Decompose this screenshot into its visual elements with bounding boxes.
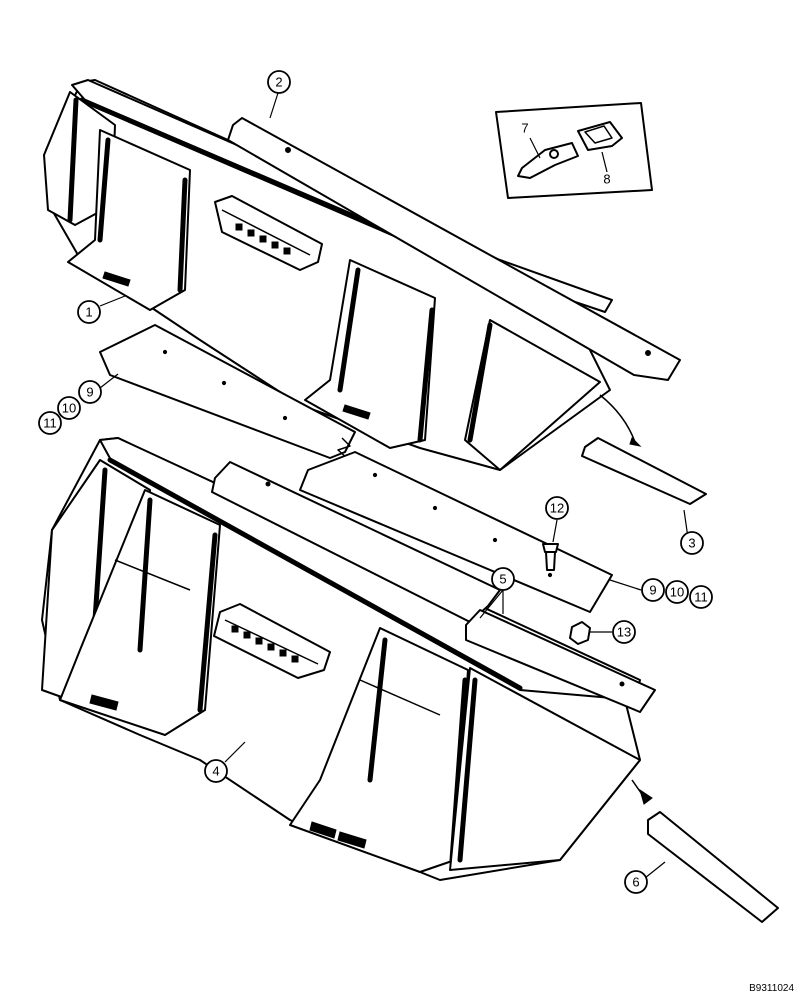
callout-9-upper: 9 [78, 380, 102, 404]
part-8-tooth [577, 121, 623, 151]
part-2-strip [227, 117, 681, 381]
svg-text:8: 8 [603, 172, 610, 187]
callout-1: 1 [77, 300, 101, 324]
callout-8: 8 [603, 172, 610, 187]
svg-text:2: 2 [275, 75, 282, 90]
part-9-cutting-edge-upper [99, 324, 356, 459]
svg-text:11: 11 [43, 416, 57, 431]
svg-text:5: 5 [499, 572, 506, 587]
callout-13: 13 [612, 620, 636, 644]
svg-text:10: 10 [670, 585, 684, 600]
svg-text:7: 7 [521, 121, 528, 136]
svg-text:13: 13 [617, 625, 631, 640]
inset-teeth-box [495, 102, 653, 199]
svg-text:6: 6 [632, 875, 639, 890]
svg-text:3: 3 [688, 536, 695, 551]
svg-text:10: 10 [62, 401, 76, 416]
callout-3: 3 [680, 531, 704, 555]
part-7-tooth-adapter [517, 142, 579, 179]
callout-2: 2 [267, 70, 291, 94]
callout-9-lower: 9 [641, 578, 665, 602]
svg-text:4: 4 [212, 764, 219, 779]
part-3-side-edge [581, 437, 707, 505]
callout-10-upper: 10 [57, 396, 81, 420]
callout-10-lower: 10 [665, 580, 689, 604]
part-12-bolt [542, 543, 559, 571]
callout-11-upper: 11 [38, 411, 62, 435]
part-6-side-edge [647, 811, 779, 923]
part-9-cutting-edge-lower [299, 451, 613, 613]
part-5-strip-b [465, 609, 656, 713]
part-5-strip-a [211, 461, 501, 623]
svg-text:9: 9 [649, 583, 656, 598]
callout-6: 6 [624, 870, 648, 894]
callout-11-lower: 11 [689, 585, 713, 609]
svg-text:9: 9 [86, 385, 93, 400]
reference-code: B9311024 [749, 983, 794, 994]
callout-4: 4 [204, 759, 228, 783]
part-13-nut [569, 621, 591, 645]
svg-text:11: 11 [694, 590, 708, 605]
callout-12: 12 [545, 496, 569, 520]
callout-7: 7 [521, 121, 528, 136]
callout-5: 5 [491, 567, 515, 591]
svg-text:1: 1 [85, 305, 92, 320]
svg-text:12: 12 [550, 501, 564, 516]
